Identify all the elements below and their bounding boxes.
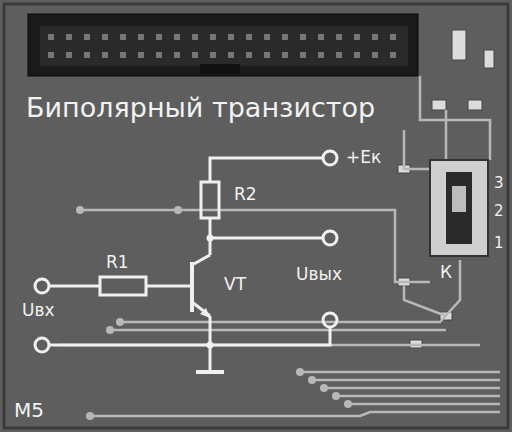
junction-dot <box>207 235 214 242</box>
header-pin <box>264 34 270 40</box>
header-pin <box>300 52 306 58</box>
header-pin <box>318 52 324 58</box>
header-pin <box>120 52 126 58</box>
header-pin <box>282 34 288 40</box>
header-pin <box>282 52 288 58</box>
header-pin <box>210 34 216 40</box>
pin-number: 1 <box>494 236 504 251</box>
header-pin <box>228 52 234 58</box>
header-pin <box>174 52 180 58</box>
header-pin <box>210 52 216 58</box>
part-name: R2 <box>234 186 257 203</box>
header-pin <box>228 34 234 40</box>
header-pin <box>354 52 360 58</box>
switch-label: К <box>440 264 452 281</box>
part-name: R1 <box>106 254 129 271</box>
header-pin <box>156 34 162 40</box>
emitter-arrow <box>200 308 210 318</box>
signal-name: Uвых <box>296 266 342 283</box>
module-name: М5 <box>14 400 44 420</box>
header-pin <box>138 34 144 40</box>
header-pin <box>192 34 198 40</box>
header-pin <box>48 52 54 58</box>
resistor-symbol <box>100 277 146 295</box>
part-name: VT <box>224 276 246 293</box>
header-pin <box>300 34 306 40</box>
header-pin <box>264 52 270 58</box>
board-edge <box>4 4 508 428</box>
vias <box>76 206 352 420</box>
header-pin <box>66 52 72 58</box>
header-pin <box>354 34 360 40</box>
header-pin <box>84 52 90 58</box>
slide-switch <box>430 160 488 256</box>
signal-name: Uвх <box>22 302 55 319</box>
header-pin <box>372 52 378 58</box>
board-title: Биполярный транзистор <box>26 94 375 121</box>
header-pin <box>246 52 252 58</box>
header-pin <box>138 52 144 58</box>
header-pin <box>192 52 198 58</box>
header-pin <box>390 52 396 58</box>
header-pin <box>318 34 324 40</box>
header-pin <box>66 34 72 40</box>
header-pin <box>102 52 108 58</box>
header-pin <box>246 34 252 40</box>
supply-label: +Ек <box>346 149 381 166</box>
smd-parts <box>398 30 494 348</box>
ribbon-connector <box>28 14 418 76</box>
header-pin <box>102 34 108 40</box>
pcb-traces <box>60 76 500 416</box>
header-pin <box>120 34 126 40</box>
junction-dot <box>207 342 214 349</box>
header-pin <box>156 52 162 58</box>
header-pin <box>48 34 54 40</box>
resistor-symbol <box>201 182 219 218</box>
schematic <box>35 151 337 372</box>
header-pin <box>84 34 90 40</box>
pin-number: 2 <box>494 204 504 219</box>
pin-number: 3 <box>494 176 504 191</box>
header-pin <box>390 34 396 40</box>
header-pin <box>336 52 342 58</box>
header-pin <box>336 34 342 40</box>
header-pin <box>372 34 378 40</box>
header-pin <box>174 34 180 40</box>
